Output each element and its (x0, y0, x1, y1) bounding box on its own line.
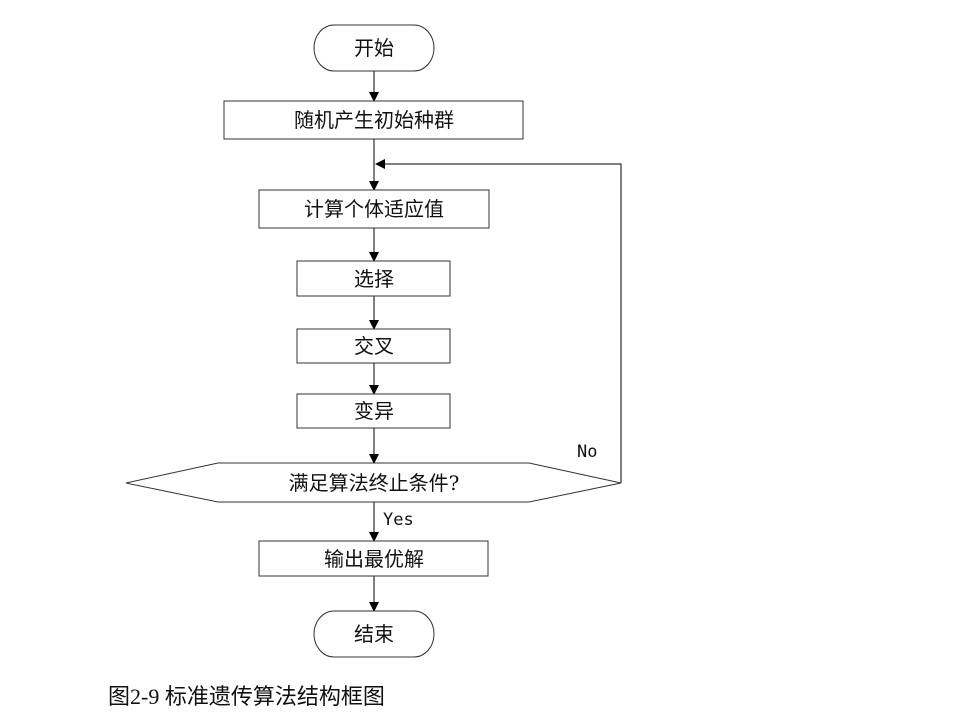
crossover-label: 交叉 (354, 334, 394, 358)
decision-label: 满足算法终止条件? (289, 471, 460, 495)
output-box (258, 540, 489, 577)
yes-branch-label: Yes (383, 510, 414, 530)
node-start: 开始 (313, 24, 435, 72)
node-mutation: 变异 (296, 393, 451, 429)
mutation-label: 变异 (354, 399, 394, 423)
selection-label: 选择 (354, 267, 394, 291)
end-label: 结束 (354, 622, 394, 646)
edge-no-loop-back (375, 159, 622, 483)
figure-caption: 图2-9 标准遗传算法结构框图 (108, 684, 385, 709)
node-fitness: 计算个体适应值 (258, 189, 490, 229)
crossover-box (296, 328, 451, 364)
start-label: 开始 (354, 36, 394, 60)
fitness-box (258, 189, 490, 229)
node-end: 结束 (313, 610, 435, 658)
node-selection: 选择 (296, 260, 451, 297)
node-output: 输出最优解 (258, 540, 489, 577)
node-crossover: 交叉 (296, 328, 451, 364)
selection-box (296, 260, 451, 297)
fitness-label: 计算个体适应值 (304, 197, 444, 221)
edges (369, 71, 622, 612)
output-label: 输出最优解 (324, 547, 424, 571)
decision-hexagon-shape (125, 462, 622, 503)
mutation-box (296, 393, 451, 429)
node-decision: 满足算法终止条件? (125, 462, 622, 503)
init-population-box (223, 100, 524, 140)
no-branch-label: No (577, 442, 597, 462)
node-init-population: 随机产生初始种群 (223, 100, 524, 140)
end-terminator-shape (313, 610, 435, 658)
start-terminator-shape (313, 24, 435, 72)
init-population-label: 随机产生初始种群 (294, 108, 454, 132)
